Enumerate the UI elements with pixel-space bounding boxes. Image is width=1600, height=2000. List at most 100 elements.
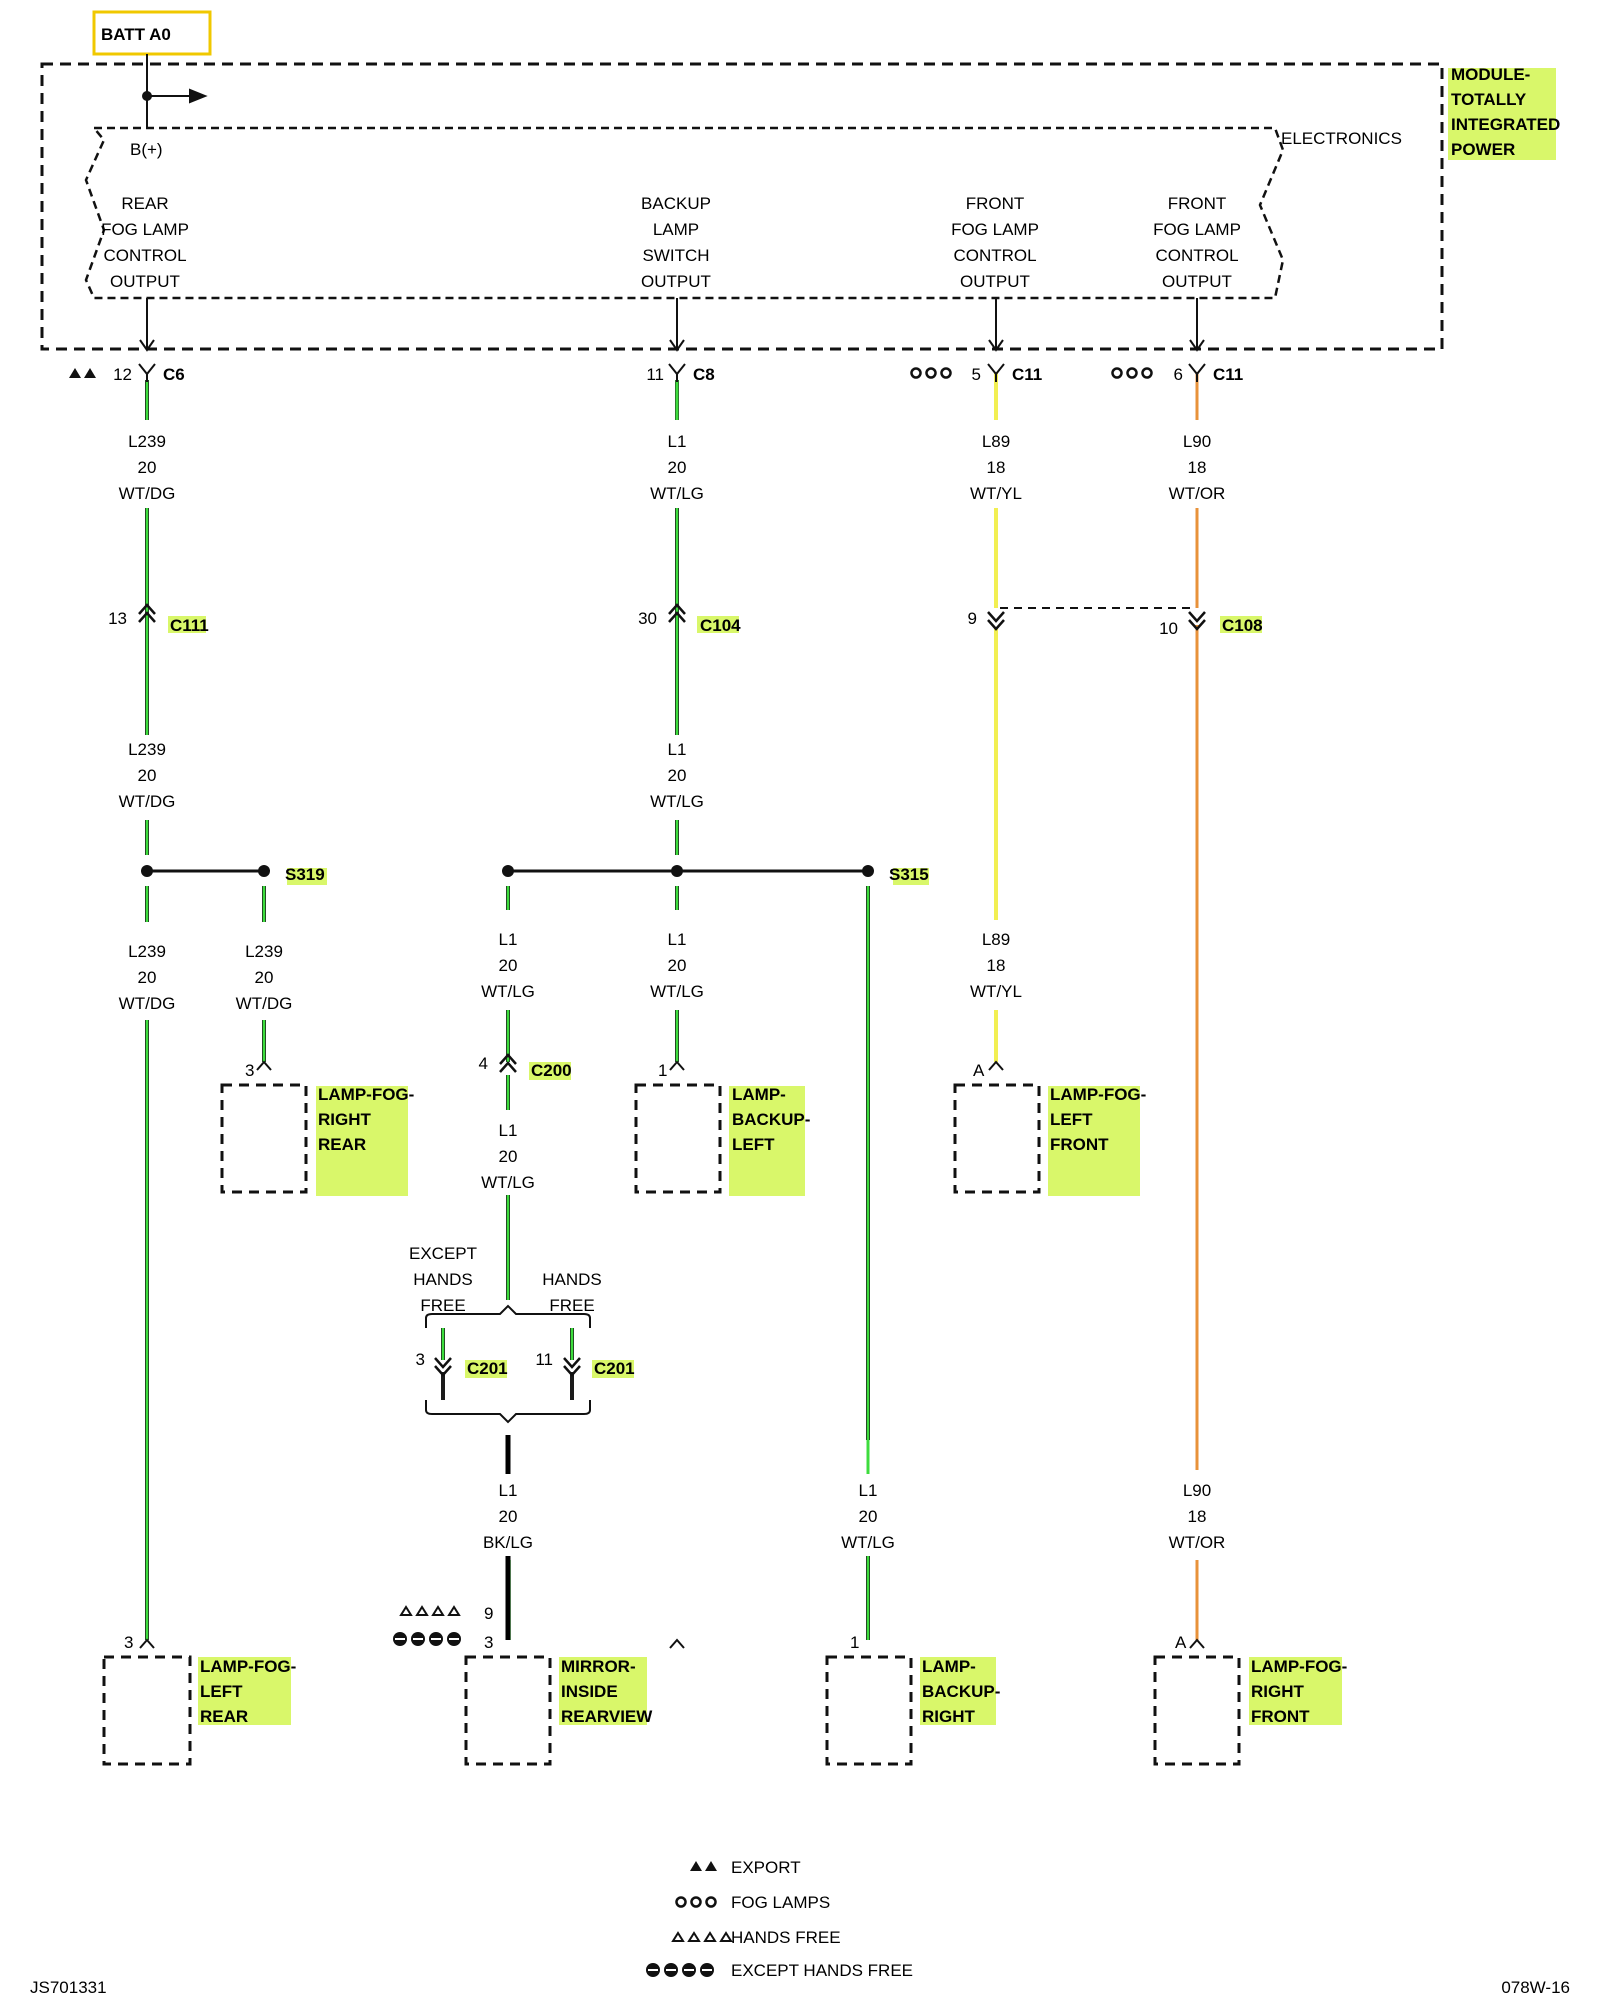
svg-text:LAMP-FOG-: LAMP-FOG- [200,1657,296,1676]
output-backup-lamp: BACKUP LAMP SWITCH OUTPUT [641,194,711,291]
svg-text:L90: L90 [1183,1481,1211,1500]
foglamp-symbol-c11a [910,367,952,379]
svg-text:WT/OR: WT/OR [1169,1533,1226,1552]
handsfree-symbol-mirror [399,1605,461,1616]
batt-box [92,10,212,56]
svg-text:LAMP-FOG-: LAMP-FOG- [318,1085,414,1104]
svg-text:3: 3 [416,1350,425,1369]
footer-right: 078W-16 [1501,1978,1570,1997]
wire-labels: L239 20 WT/DG L1 20 WT/LG L89 18 WT/YL L… [118,426,1227,1556]
svg-text:L239: L239 [245,942,283,961]
box-backup-right [825,1655,913,1766]
label-highlights [168,68,1556,1725]
svg-text:OUTPUT: OUTPUT [110,272,180,291]
legend-fog-lamps: FOG LAMPS [731,1893,830,1912]
option-braces [425,1304,591,1424]
wire-label-l1c: L1 20 WT/LG [479,914,539,1006]
svg-text:20: 20 [499,956,518,975]
svg-text:WT/LG: WT/LG [481,982,535,1001]
output-front-fog-b: FRONT FOG LAMP CONTROL OUTPUT [1153,194,1241,291]
box-fog-right-front [1153,1655,1241,1766]
svg-text:L1: L1 [668,740,687,759]
svg-text:CONTROL: CONTROL [103,246,186,265]
svg-text:C104: C104 [700,616,741,635]
svg-text:OUTPUT: OUTPUT [960,272,1030,291]
svg-text:5: 5 [972,365,981,384]
component-boxes [102,1083,1241,1766]
svg-text:20: 20 [859,1507,878,1526]
footer-left: JS701331 [30,1978,107,1997]
svg-text:20: 20 [138,458,157,477]
svg-text:L1: L1 [859,1481,878,1500]
svg-text:WT/LG: WT/LG [650,982,704,1001]
svg-text:WT/LG: WT/LG [650,792,704,811]
svg-text:20: 20 [499,1147,518,1166]
svg-text:1: 1 [850,1633,859,1652]
electronics-box [84,126,1285,300]
svg-text:FOG LAMP: FOG LAMP [1153,220,1241,239]
svg-text:WT/YL: WT/YL [970,982,1022,1001]
svg-text:C108: C108 [1222,616,1263,635]
svg-text:WT/LG: WT/LG [841,1533,895,1552]
svg-text:BACKUP-: BACKUP- [732,1110,810,1129]
svg-text:C8: C8 [693,365,715,384]
svg-text:18: 18 [1188,458,1207,477]
component-fog-right-front: A LAMP-FOG- RIGHT FRONT [1175,1633,1347,1726]
svg-text:20: 20 [668,956,687,975]
svg-text:BACKUP-: BACKUP- [922,1682,1000,1701]
svg-text:FOG LAMP: FOG LAMP [951,220,1039,239]
svg-text:L239: L239 [128,432,166,451]
batt-label: BATT A0 [101,25,171,44]
svg-text:S315: S315 [889,865,929,884]
svg-text:9: 9 [968,609,977,628]
svg-text:A: A [973,1061,985,1080]
svg-text:WT/DG: WT/DG [119,792,176,811]
svg-text:L239: L239 [128,942,166,961]
inline-connector-labels: 13 C111 30 C104 9 10 C108 4 C200 3 C201 … [108,609,1263,1378]
svg-text:L89: L89 [982,930,1010,949]
svg-text:18: 18 [987,956,1006,975]
svg-text:LEFT: LEFT [200,1682,243,1701]
output-front-fog-a: FRONT FOG LAMP CONTROL OUTPUT [951,194,1039,291]
option-symbols [69,367,1153,1646]
svg-text:13: 13 [108,609,127,628]
svg-text:SWITCH: SWITCH [642,246,709,265]
svg-text:LAMP-: LAMP- [922,1657,976,1676]
svg-text:L1: L1 [668,930,687,949]
legend-export: EXPORT [731,1858,801,1877]
svg-text:WT/OR: WT/OR [1169,484,1226,503]
svg-text:L1: L1 [499,930,518,949]
svg-text:OUTPUT: OUTPUT [641,272,711,291]
svg-text:FRONT: FRONT [1251,1707,1310,1726]
legend-hands-free: HANDS FREE [731,1928,841,1947]
wire-label-l1g: L1 20 WT/LG [839,1474,899,1556]
module-connector-labels: 12 C6 11 C8 5 C11 6 C11 [113,365,1243,384]
inline-connectors [138,603,1206,1377]
component-fog-right-rear: 3 LAMP-FOG- RIGHT REAR [245,1061,414,1154]
component-backup-left: 1 LAMP- BACKUP- LEFT [658,1061,810,1154]
export-symbol-c6 [69,368,96,378]
svg-text:WT/DG: WT/DG [119,484,176,503]
svg-text:1: 1 [658,1061,667,1080]
svg-text:9: 9 [484,1604,493,1623]
svg-text:20: 20 [255,968,274,987]
svg-text:C11: C11 [1213,365,1243,384]
svg-text:20: 20 [668,458,687,477]
component-backup-right: 1 LAMP- BACKUP- RIGHT [850,1633,1000,1726]
wire-label-l1d: L1 20 WT/LG [648,914,708,1006]
wire-label-l1a: L1 20 WT/LG [648,426,708,503]
legend-except-hands-free: EXCEPT HANDS FREE [731,1961,913,1980]
splice-labels: S319 S315 [285,865,929,884]
svg-text:RIGHT: RIGHT [922,1707,976,1726]
svg-text:L90: L90 [1183,432,1211,451]
svg-text:6: 6 [1174,365,1183,384]
svg-text:FRONT: FRONT [1050,1135,1109,1154]
svg-text:FREE: FREE [420,1296,465,1315]
option-except-hands-free: EXCEPT HANDS FREE [409,1244,477,1315]
svg-text:HANDS: HANDS [542,1270,602,1289]
legend: EXPORT FOG LAMPS HANDS FREE EXCEPT HANDS… [731,1858,913,1980]
module-outer-box [40,62,1444,351]
svg-text:BK/LG: BK/LG [483,1533,533,1552]
svg-text:FRONT: FRONT [966,194,1025,213]
